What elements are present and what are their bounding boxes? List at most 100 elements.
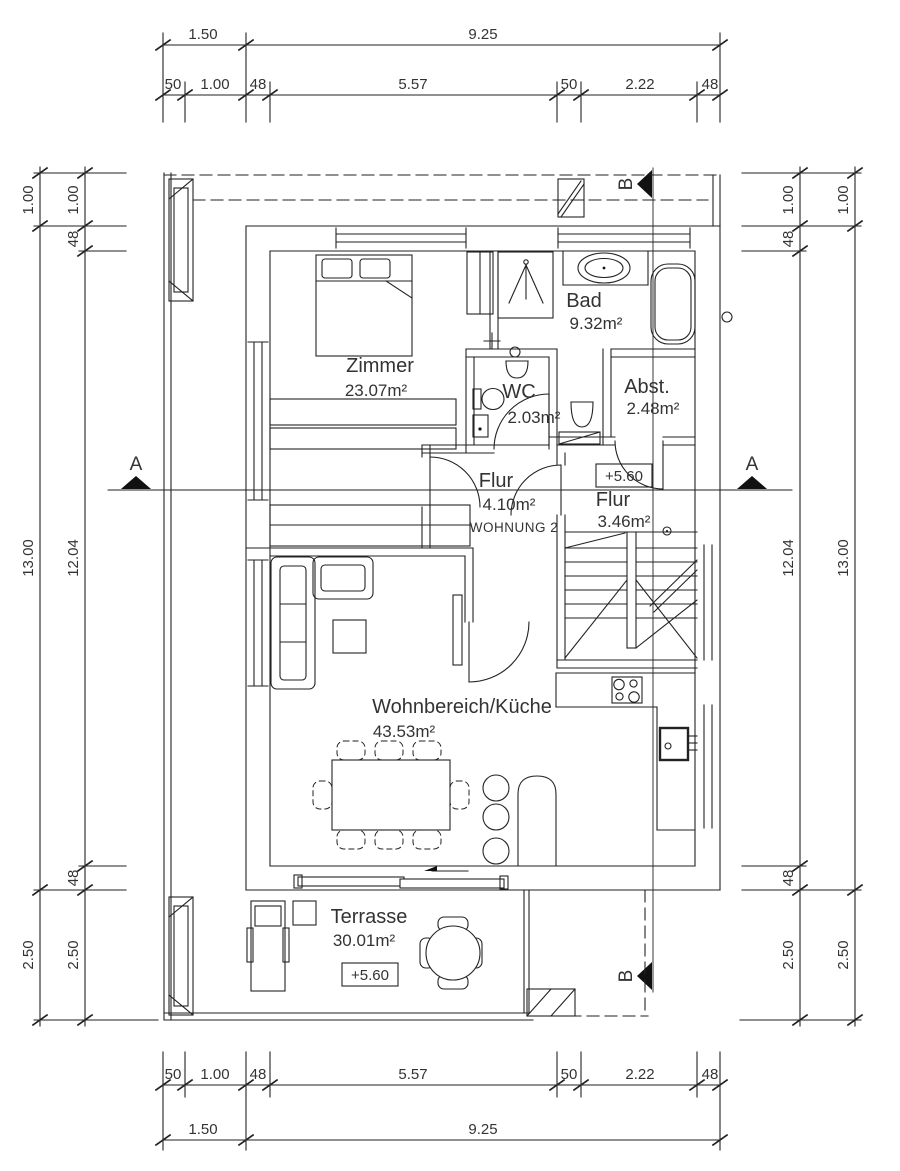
- dim-label: 1.00: [20, 185, 37, 214]
- dim-label: 1.00: [200, 1066, 229, 1083]
- room-name-abstellraum: Abst.: [624, 376, 670, 398]
- level-marker-box: [595, 463, 653, 488]
- lounge-chair: [250, 900, 286, 992]
- floor-drain: [509, 346, 521, 358]
- sideboard: [269, 427, 457, 450]
- side-table: [292, 900, 317, 926]
- dim-label: 9.25: [468, 26, 497, 43]
- section-line-a: A A: [107, 454, 793, 491]
- bathroom-fixtures: [472, 250, 696, 445]
- shelf: [558, 431, 601, 445]
- room-name-flur-treppenhaus: Flur: [596, 489, 631, 511]
- dim-label: 48: [250, 1066, 267, 1083]
- room-area-zimmer: 23.07m²: [345, 381, 408, 400]
- bedroom-furniture: [269, 251, 494, 547]
- toilet: [481, 387, 505, 411]
- dim-label: 48: [250, 76, 267, 93]
- dim-label: 48: [65, 870, 82, 887]
- sofa: [312, 556, 374, 600]
- dim-label: 2.50: [20, 940, 37, 969]
- kitchen-fixtures: [482, 672, 698, 867]
- chair: [336, 740, 366, 761]
- room-name-bad: Bad: [566, 290, 602, 312]
- room-name-terrasse: Terrasse: [331, 906, 408, 928]
- dim-label: 50: [561, 76, 578, 93]
- exterior-walls: [245, 225, 721, 891]
- dim-label: 48: [702, 76, 719, 93]
- section-line-b: B B: [616, 167, 654, 993]
- room-labels: Zimmer 23.07m² Bad 9.32m² WC 2.03m² Abst…: [331, 290, 680, 987]
- unit-label-wohnung-2: WOHNUNG 2: [470, 520, 559, 535]
- outer-structure: [163, 172, 721, 1021]
- chair: [412, 829, 442, 850]
- sliding-door: [293, 866, 509, 890]
- kitchen-island: [517, 775, 557, 867]
- dim-label: 2.22: [625, 76, 654, 93]
- room-name-wc: WC: [502, 381, 535, 403]
- room-area-bad: 9.32m²: [570, 314, 623, 333]
- small-basin: [472, 414, 489, 438]
- dim-label: 1.50: [188, 1121, 217, 1138]
- bathtub: [650, 263, 696, 345]
- dimension-chain-top: 1.50 9.25 50 1.00 48 5.57 50 2.22 48: [155, 26, 728, 123]
- dim-label: 1.00: [65, 185, 82, 214]
- room-area-flur-wohnung: 4.10m²: [483, 495, 536, 514]
- room-name-flur-wohnung: Flur: [479, 470, 514, 492]
- dim-label: 2.22: [625, 1066, 654, 1083]
- stool: [482, 803, 510, 831]
- chair: [336, 829, 366, 850]
- pillow: [321, 258, 353, 279]
- room-area-terrasse: 30.01m²: [333, 931, 396, 950]
- post-bottom-left: [168, 896, 194, 1016]
- post-bottom-right: [526, 988, 576, 1017]
- section-label-a-left: A: [130, 454, 143, 475]
- dim-label: 12.04: [65, 539, 82, 577]
- dim-label: 1.00: [780, 185, 797, 214]
- chair: [374, 829, 404, 850]
- dim-label: 5.57: [398, 76, 427, 93]
- windows: [247, 227, 733, 829]
- room-name-wohnbereich: Wohnbereich/Küche: [372, 696, 552, 718]
- sideboard: [269, 398, 457, 426]
- wall-basin: [505, 360, 529, 379]
- section-arrow-a-left: [121, 476, 151, 489]
- section-label-b-bottom: B: [616, 970, 637, 983]
- level-marker-box: [341, 962, 399, 987]
- level-marker-flur: +5.60: [605, 468, 643, 485]
- pillow: [359, 258, 391, 279]
- bed: [315, 254, 413, 357]
- dim-label: 48: [780, 870, 797, 887]
- chair: [312, 780, 333, 810]
- slide-arrow: [424, 866, 437, 871]
- post-top-left: [168, 178, 194, 302]
- room-area-wc: 2.03m²: [508, 408, 561, 427]
- dim-label: 5.57: [398, 1066, 427, 1083]
- section-label-b-top: B: [616, 178, 637, 191]
- dim-label: 13.00: [835, 539, 852, 577]
- dim-label: 1.00: [200, 76, 229, 93]
- dim-label: 1.00: [835, 185, 852, 214]
- section-arrow-a-right: [737, 476, 767, 489]
- terrace-furniture: [246, 900, 483, 992]
- dining-table: [331, 759, 451, 831]
- kitchen-sink-unit: [658, 726, 690, 762]
- level-marker-terrasse: +5.60: [351, 967, 389, 984]
- washbasin: [577, 252, 631, 284]
- section-label-a-right: A: [746, 454, 759, 475]
- dim-label: 2.50: [835, 940, 852, 969]
- section-arrow-b-top: [637, 170, 652, 198]
- post-top-right: [557, 178, 585, 218]
- downpipe-symbol: [721, 311, 733, 323]
- toilet-cistern: [472, 388, 482, 410]
- dim-label: 1.50: [188, 26, 217, 43]
- dim-label: 48: [65, 231, 82, 248]
- dim-label: 12.04: [780, 539, 797, 577]
- shower: [497, 251, 554, 319]
- doors: [429, 393, 664, 683]
- stool: [482, 837, 510, 865]
- living-room-furniture: [270, 556, 470, 850]
- sofa: [270, 556, 316, 690]
- room-area-flur-treppenhaus: 3.46m²: [598, 512, 651, 531]
